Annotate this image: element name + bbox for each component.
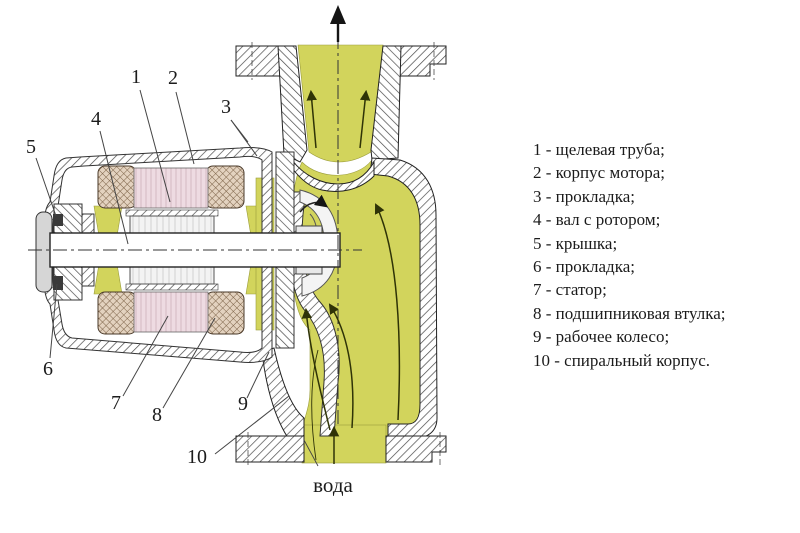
legend-item-10: 10 - спиральный корпус. — [533, 350, 710, 370]
legend: 1 - щелевая труба; 2 - корпус мотора; 3 … — [533, 138, 793, 372]
leader-7 — [122, 315, 169, 397]
suction-outer-wall — [261, 347, 305, 439]
leader-3b — [230, 119, 258, 157]
legend-item-1: 1 - щелевая труба; — [533, 140, 665, 159]
callout-5: 5 — [26, 136, 36, 158]
legend-item-4: 4 - вал с ротором; — [533, 210, 661, 230]
leader-4 — [99, 130, 129, 245]
outlet-arrow — [330, 5, 346, 42]
cap-gasket — [53, 276, 63, 290]
callout-10: 10 — [187, 446, 207, 468]
flow-arrow-discharge-right — [359, 89, 371, 149]
legend-item-3: 3 - прокладка; — [533, 186, 635, 206]
callout-3: 3 — [221, 96, 231, 118]
suction-flange-right — [385, 435, 447, 463]
cap-gasket-top — [53, 214, 63, 226]
legend-item-7: 7 - статор; — [533, 280, 607, 300]
flow-stream-thin — [311, 349, 319, 461]
callout-1: 1 — [131, 66, 141, 88]
suction-flange-left — [235, 435, 305, 463]
motor-internals — [97, 165, 245, 335]
slot-tube-upper — [125, 209, 219, 217]
stator-coil-lower-left — [97, 291, 137, 335]
flow-stream-mid — [328, 303, 354, 429]
legend-item-5: 5 - крышка; — [533, 233, 618, 253]
shaft-and-centerlines — [28, 10, 441, 466]
discharge-flow — [297, 44, 384, 163]
leader-5 — [35, 157, 57, 217]
legend-item-9: 9 - рабочее колесо; — [533, 327, 670, 347]
leader-8 — [162, 317, 216, 409]
casing-walls — [235, 45, 447, 463]
leader-2 — [175, 91, 195, 165]
stator-coil-upper-right — [205, 165, 245, 209]
stator-coil-upper-left — [97, 165, 137, 209]
callout-2: 2 — [168, 67, 178, 89]
legend-item-6: 6 - прокладка; — [533, 256, 635, 276]
callout-9: 9 — [238, 393, 248, 415]
callout-6: 6 — [43, 358, 53, 380]
leader-1 — [139, 89, 171, 203]
outlet-arrow-head — [330, 5, 346, 24]
impeller-rotation-arrow — [299, 194, 329, 213]
leader-voda — [303, 439, 319, 467]
stator-core-lower — [133, 291, 209, 333]
slot-tube-lower — [125, 283, 219, 291]
discharge-pipe-wall-left — [277, 45, 308, 163]
callout-leaders — [35, 89, 319, 467]
stator-core-upper — [133, 167, 209, 209]
leader-10 — [214, 395, 290, 455]
flow-arrows — [301, 5, 401, 464]
flow-arrow-discharge-left — [306, 89, 317, 149]
callout-8: 8 — [152, 404, 162, 426]
water-label: вода — [313, 473, 353, 497]
leader-6 — [49, 283, 58, 359]
leader-9 — [246, 351, 270, 399]
callout-4: 4 — [91, 108, 101, 130]
suction-flow — [301, 424, 387, 464]
impeller-shroud — [299, 189, 339, 297]
callout-7: 7 — [111, 392, 121, 414]
stator-coil-lower-right — [205, 291, 245, 335]
volute-outer-wall — [369, 157, 438, 439]
legend-item-8: 8 - подшипниковая втулка; — [533, 303, 726, 323]
volute-top-wall — [291, 158, 375, 192]
callout-numbers: 1 2 3 4 5 6 7 8 9 10 — [26, 66, 248, 468]
flow-stream-right — [374, 203, 401, 421]
legend-item-2: 2 - корпус мотора; — [533, 163, 665, 183]
flow-stream-inner — [301, 307, 331, 431]
